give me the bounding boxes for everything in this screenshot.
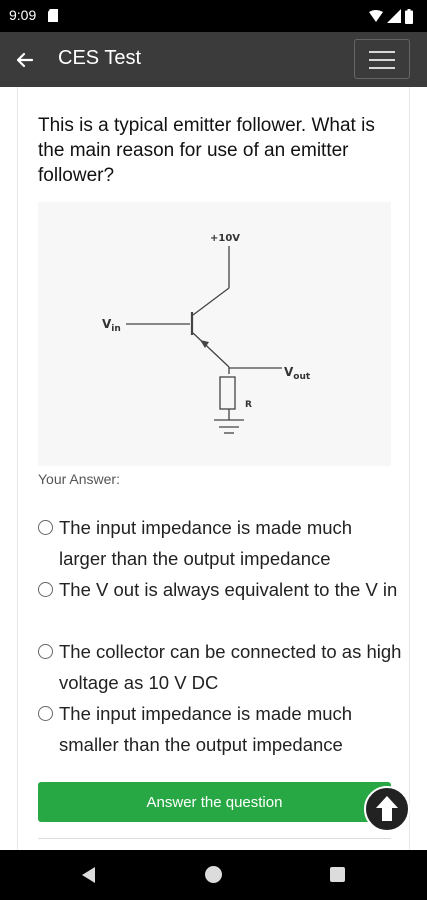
divider — [38, 838, 391, 839]
back-arrow-icon[interactable] — [10, 46, 38, 74]
answer-option[interactable]: The V out is always equivalent to the V … — [38, 574, 398, 636]
answer-question-button[interactable]: Answer the question — [38, 782, 391, 822]
signal-icon — [387, 9, 401, 23]
status-time: 9:09 — [9, 7, 37, 23]
menu-icon-line — [369, 51, 395, 53]
question-text: This is a typical emitter follower. What… — [38, 115, 375, 186]
answer-label: Your Answer: — [38, 471, 120, 487]
vout-label: Vout — [284, 365, 311, 382]
answer-option[interactable]: The input impedance is made much smaller… — [38, 698, 398, 760]
supply-voltage-label: +10V — [210, 233, 240, 244]
arrow-up-icon — [376, 796, 398, 821]
vin-label: Vin — [102, 317, 121, 334]
menu-icon-line — [369, 67, 395, 69]
answer-option-text[interactable]: The input impedance is made much smaller… — [59, 703, 353, 755]
nav-back-icon[interactable] — [80, 866, 98, 884]
app-title: CES Test — [58, 47, 141, 69]
answer-option-text[interactable]: The V out is always equivalent to the V … — [59, 579, 398, 600]
wifi-icon — [369, 10, 383, 22]
nav-home-icon[interactable] — [205, 866, 222, 883]
radio-button[interactable] — [38, 644, 53, 659]
emitter-follower-schematic: +10V Vin Vout R — [102, 233, 311, 434]
question-card: This is a typical emitter follower. What… — [0, 87, 427, 850]
answer-option[interactable]: The collector can be connected to as hig… — [38, 636, 401, 698]
radio-button[interactable] — [38, 706, 53, 721]
resistor-label: R — [245, 400, 252, 410]
nav-recent-apps-icon[interactable] — [330, 867, 345, 882]
app-bar: CES Test — [0, 32, 427, 87]
card-border — [17, 87, 18, 850]
scroll-to-top-button[interactable] — [364, 786, 410, 832]
status-bar: 9:09 — [0, 0, 427, 32]
battery-icon — [405, 8, 413, 24]
radio-button[interactable] — [38, 582, 53, 597]
answer-option-text[interactable]: The input impedance is made much larger … — [59, 517, 353, 569]
status-icons — [369, 7, 413, 25]
card-border — [409, 87, 410, 850]
menu-button[interactable] — [354, 39, 410, 79]
radio-button[interactable] — [38, 520, 53, 535]
answer-option-text[interactable]: The collector can be connected to as hig… — [59, 641, 402, 693]
answer-option[interactable]: The input impedance is made much larger … — [38, 512, 398, 574]
menu-icon-line — [369, 59, 395, 61]
circuit-diagram: +10V Vin Vout R — [38, 202, 391, 466]
sd-card-icon — [48, 9, 58, 22]
system-nav-bar — [0, 850, 427, 900]
